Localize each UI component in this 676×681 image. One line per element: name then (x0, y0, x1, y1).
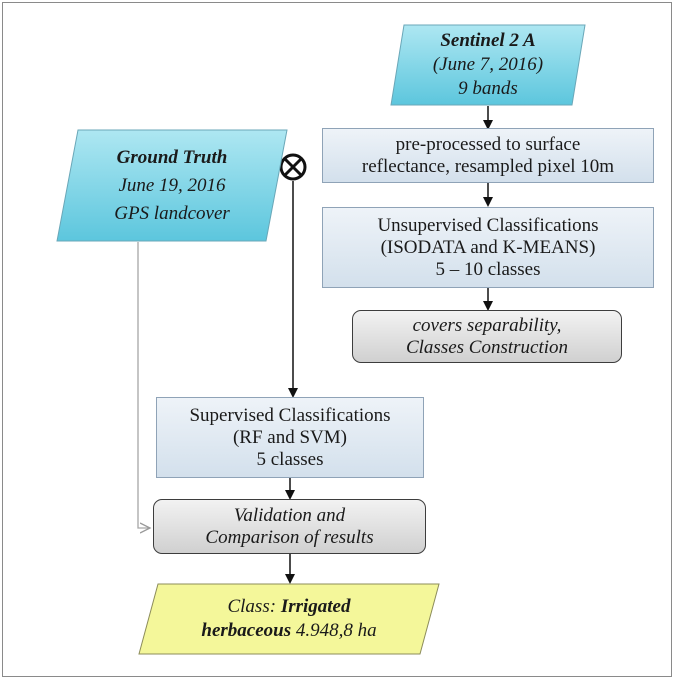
sentinel-date: (June 7, 2016) (432, 54, 544, 75)
separability-line1: covers separability, (412, 314, 562, 336)
result-parallelogram-shape (138, 583, 440, 655)
supervised-node: Supervised Classifications (RF and SVM) … (156, 397, 424, 478)
supervised-line1: Supervised Classifications (189, 404, 391, 426)
supervised-line2: (RF and SVM) (232, 426, 347, 448)
combine-symbol-icon (279, 153, 307, 181)
unsupervised-line2: (ISODATA and K-MEANS) (380, 236, 596, 258)
preprocess-line2: reflectance, resampled pixel 10m (361, 155, 615, 177)
sentinel-title: Sentinel 2 A (440, 30, 536, 51)
arrow-groundtruth-to-validation (137, 242, 150, 528)
result-output-node: Class: Irrigated herbaceous 4.948,8 ha (138, 583, 440, 655)
ground-truth-title: Ground Truth (116, 146, 228, 168)
preprocess-line1: pre-processed to surface (395, 133, 581, 155)
unsupervised-line1: Unsupervised Classifications (377, 214, 599, 236)
validation-line1: Validation and (233, 504, 346, 526)
preprocess-node: pre-processed to surface reflectance, re… (322, 128, 654, 183)
sentinel-parallelogram-shape (390, 24, 586, 106)
sentinel-input-node: Sentinel 2 A (June 7, 2016) 9 bands (390, 24, 586, 106)
result-area: 4.948,8 ha (291, 620, 377, 641)
unsupervised-line3: 5 – 10 classes (435, 258, 541, 280)
validation-line2: Comparison of results (205, 526, 374, 548)
ground-truth-source: GPS landcover (114, 202, 230, 224)
result-class-part2: herbaceous (201, 620, 292, 641)
separability-node: covers separability, Classes Constructio… (352, 310, 622, 363)
ground-truth-parallelogram-shape (56, 129, 288, 242)
result-prefix: Class: (227, 596, 281, 617)
supervised-line3: 5 classes (256, 448, 324, 470)
validation-node: Validation and Comparison of results (153, 499, 426, 554)
separability-line2: Classes Construction (405, 336, 569, 358)
result-class-part1: Irrigated (280, 596, 351, 617)
ground-truth-date: June 19, 2016 (118, 174, 226, 196)
ground-truth-input-node: Ground Truth June 19, 2016 GPS landcover (56, 129, 288, 242)
unsupervised-node: Unsupervised Classifications (ISODATA an… (322, 207, 654, 288)
sentinel-bands: 9 bands (458, 78, 518, 99)
